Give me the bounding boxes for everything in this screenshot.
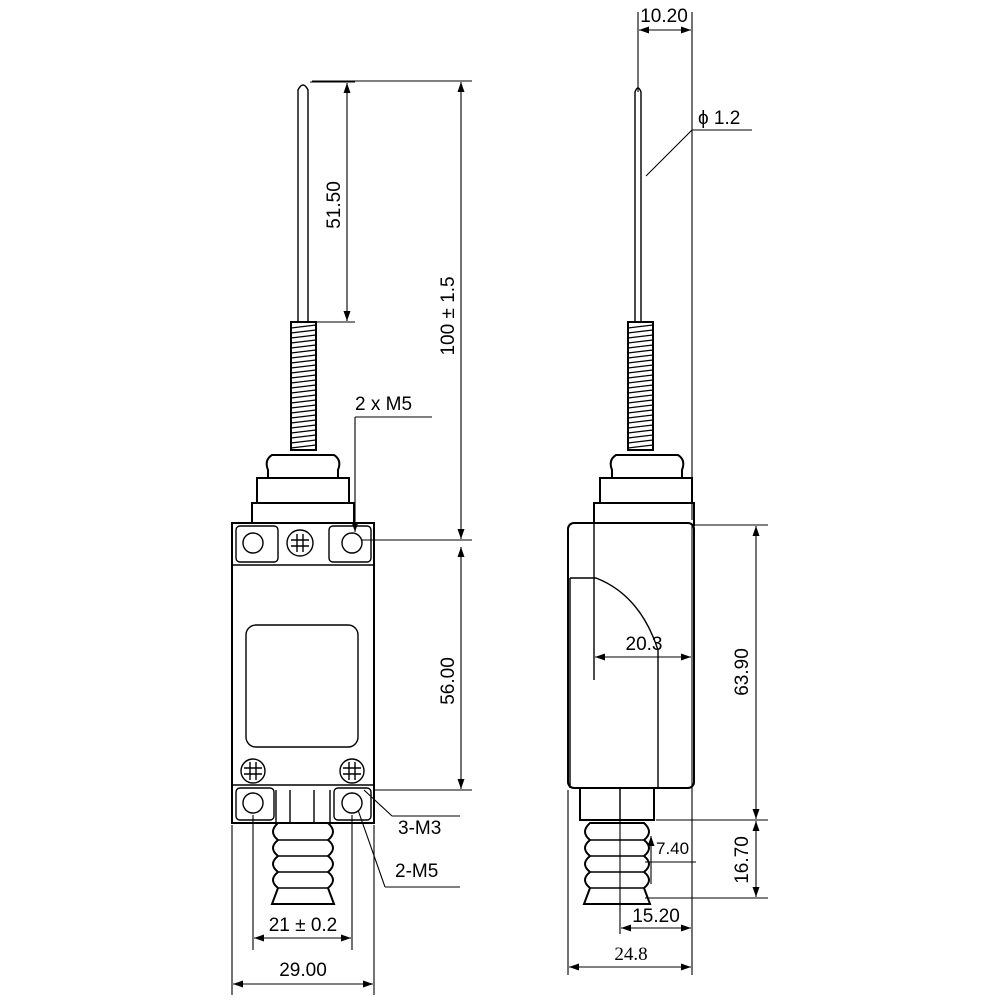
side-view: 10.20 ϕ 1.2 20.3 63.90 7.40 16.70 15.20 … (567, 6, 768, 975)
callout-bottom-screws: 3-M3 (398, 818, 441, 839)
dim-plunger-height: 16.70 (732, 836, 753, 884)
callout-bottom-holes: 2-M5 (395, 861, 438, 882)
side-collar (609, 454, 685, 479)
side-bushing (599, 477, 693, 504)
front-thread-lines (290, 324, 317, 449)
front-label-window (245, 624, 359, 748)
dim-base-offset: 15.20 (632, 906, 680, 927)
dim-body-inner: 20.3 (626, 634, 663, 655)
front-collar (265, 454, 341, 479)
dim-overall-width: 24.8 (614, 944, 647, 965)
front-view: 51.50 100 ± 1.5 56.00 2 x M5 3-M3 2-M5 2… (231, 80, 472, 995)
dim-plunger-width: 7.40 (656, 839, 689, 858)
dim-rod-diameter: ϕ 1.2 (698, 108, 740, 129)
side-base (579, 787, 655, 821)
front-boss (251, 502, 355, 526)
front-bottom-hole-right (341, 792, 363, 814)
side-body (567, 522, 695, 789)
front-bottom-hole-left (242, 792, 264, 814)
dim-body-width: 29.00 (279, 960, 327, 981)
dim-side-body-height: 63.90 (732, 648, 753, 696)
dim-body-height: 56.00 (438, 657, 459, 705)
side-boss (593, 502, 695, 526)
callout-top-holes: 2 x M5 (355, 394, 412, 415)
front-bushing (256, 477, 350, 504)
front-top-hole-left (242, 532, 264, 554)
dim-hole-spacing: 21 ± 0.2 (269, 915, 338, 936)
front-body (231, 522, 375, 824)
dim-rod-length: 51.50 (324, 181, 345, 229)
front-top-screw (286, 529, 314, 557)
front-bottom-screw-right (339, 758, 365, 784)
dim-total-length: 100 ± 1.5 (438, 276, 459, 355)
side-thread-lines (627, 324, 654, 449)
side-bellows (582, 822, 652, 905)
front-bottom-screw-left (240, 758, 266, 784)
front-bellows (270, 822, 336, 905)
front-top-hole-right (341, 532, 363, 554)
dim-rod-offset: 10.20 (640, 6, 688, 27)
